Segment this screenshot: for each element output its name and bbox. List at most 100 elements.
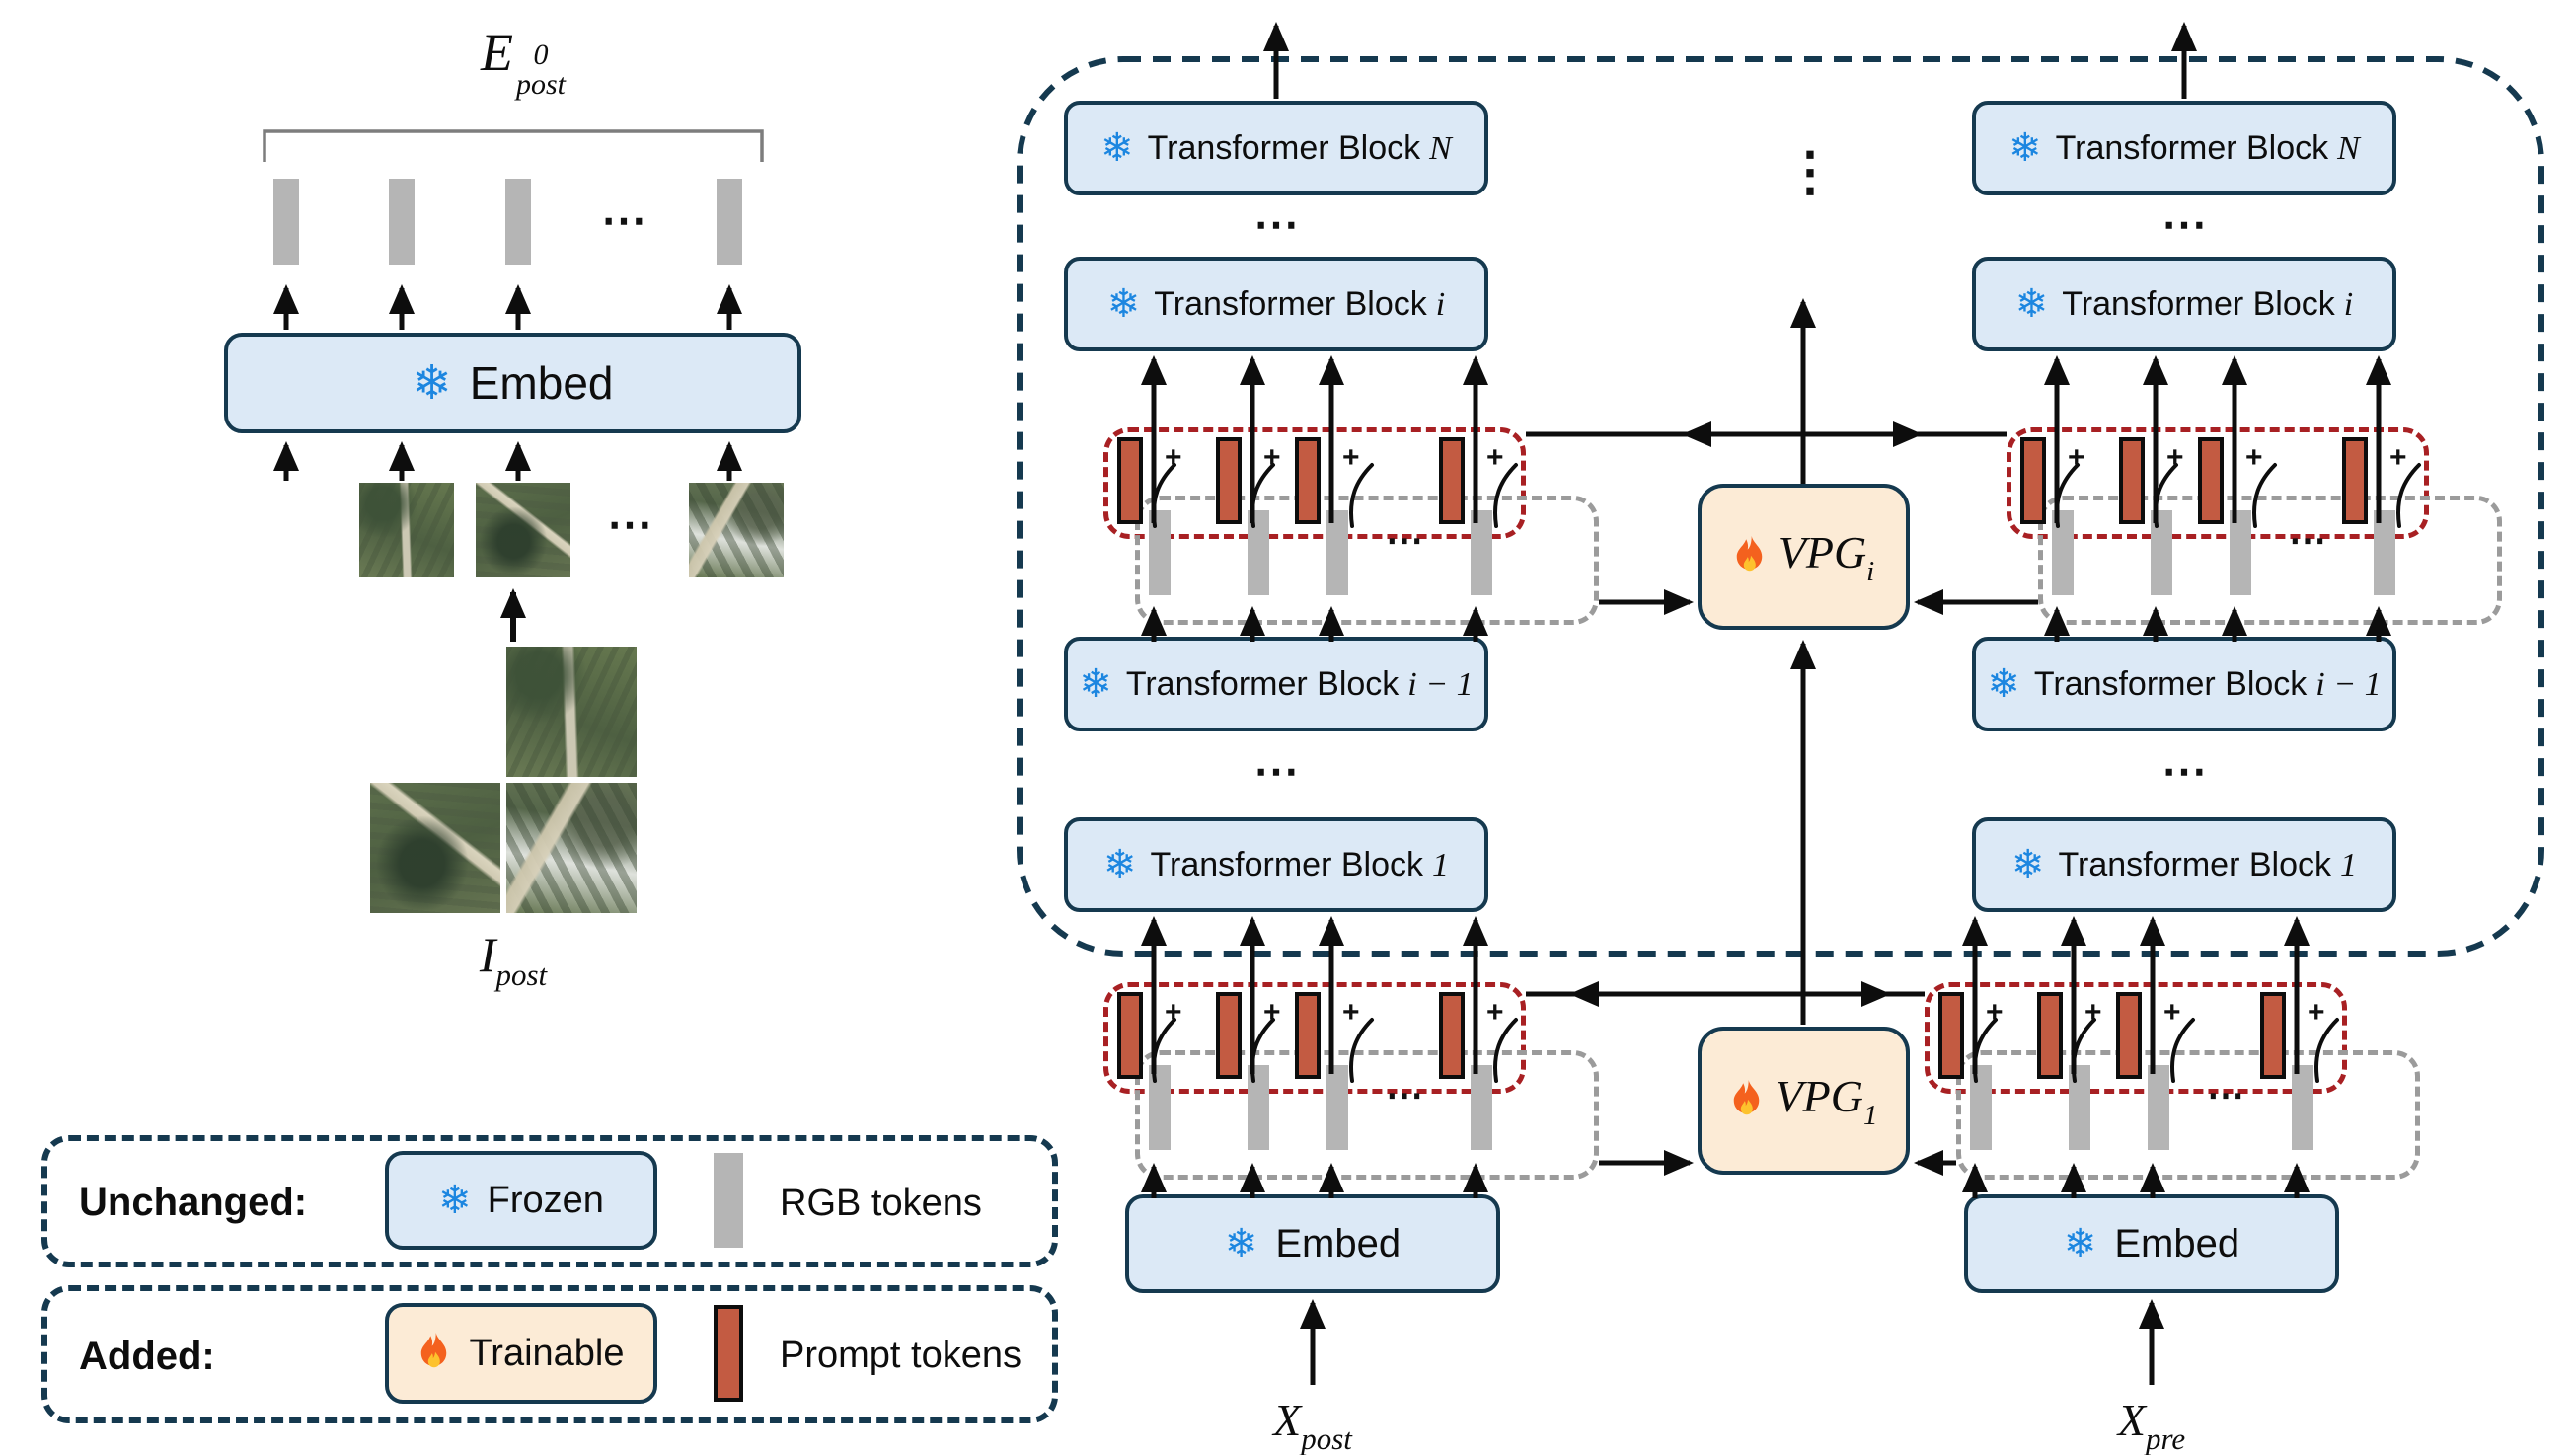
frozen-label: Frozen [487, 1179, 604, 1221]
add-sign: + [2068, 441, 2085, 474]
embed-box-post-panel: ❄ Embed [224, 333, 801, 433]
add-sign: + [2245, 441, 2263, 474]
snowflake-icon: ❄ [1079, 661, 1112, 707]
flame-icon [1733, 1080, 1759, 1115]
prompt-token [2260, 992, 2286, 1079]
add-curves [1152, 463, 1518, 528]
rgb-token [2069, 1065, 2090, 1150]
rgb-token [1970, 1065, 1992, 1150]
embed-label: Embed [469, 357, 614, 409]
vpg-chain-ellipsis: ⋮ [1783, 142, 1837, 201]
vpg-1-module: VPG1 [1698, 1027, 1910, 1175]
rgb-token [2374, 510, 2395, 595]
prompt-injection-row-i-pre: + + + + ⋯ [2007, 427, 2544, 630]
embed-box-post: ❄ Embed [1125, 1194, 1500, 1293]
rgb-token [1248, 1065, 1269, 1150]
rgb-tokens-group [1135, 1050, 1599, 1180]
rgb-tokens-group [1956, 1050, 2420, 1180]
legend-prompt-token [714, 1305, 743, 1402]
column-ellipsis: ⋯ [2161, 745, 2207, 797]
rgb-token [505, 179, 531, 265]
prompt-injection-row-1-pre: + + + + ⋯ [1925, 982, 2462, 1185]
legend-rgb-label: RGB tokens [780, 1183, 982, 1224]
add-sign: + [2389, 441, 2407, 474]
row-ellipsis: ⋯ [1386, 1075, 1425, 1116]
satellite-patch [239, 483, 334, 577]
add-sign: + [2308, 996, 2325, 1029]
snowflake-icon: ❄ [2008, 125, 2042, 171]
add-sign: + [1263, 996, 1281, 1029]
prompt-token [1216, 437, 1242, 524]
vpg-i-label: VPGi [1778, 526, 1875, 587]
input-image-tile [506, 647, 637, 777]
rgb-token [2151, 510, 2172, 595]
prompt-token [2119, 437, 2145, 524]
e-subscript: post [515, 68, 566, 101]
input-image-tile [370, 647, 500, 777]
snowflake-icon: ❄ [1224, 1221, 1258, 1266]
rgb-token [2148, 1065, 2169, 1150]
legend-frozen-chip: ❄ Frozen [385, 1151, 657, 1250]
row-ellipsis: ⋯ [1386, 520, 1425, 562]
flame-icon [421, 1333, 447, 1368]
add-sign: + [1165, 996, 1182, 1029]
legend-added-box [41, 1285, 1058, 1423]
prompt-token [1439, 992, 1465, 1079]
embed-label: Embed [1275, 1221, 1402, 1265]
rgb-token [2052, 510, 2074, 595]
add-sign: + [2163, 996, 2181, 1029]
prompt-token [2037, 992, 2063, 1079]
prompt-token [1938, 992, 1964, 1079]
input-image-tile [370, 783, 500, 913]
satellite-patch [476, 483, 570, 577]
prompt-token [2116, 992, 2142, 1079]
prompt-token [2342, 437, 2368, 524]
row-ellipsis: ⋯ [2289, 520, 2328, 562]
satellite-patch [689, 483, 784, 577]
e-superscript: 0 [533, 38, 549, 71]
column-ellipsis: ⋯ [1253, 198, 1299, 250]
x-pre-label: Xpre [2117, 1395, 2186, 1455]
snowflake-icon: ❄ [2011, 842, 2045, 887]
embed-box-pre: ❄ Embed [1964, 1194, 2339, 1293]
prompt-token [2198, 437, 2224, 524]
rgb-token [1149, 510, 1171, 595]
prompt-token [2020, 437, 2046, 524]
rgb-token [1471, 1065, 1492, 1150]
rgb-token [2292, 1065, 2313, 1150]
prompt-token [1295, 437, 1321, 524]
trainable-label: Trainable [469, 1332, 625, 1374]
embed-label: Embed [2114, 1221, 2240, 1265]
column-ellipsis: ⋯ [1253, 745, 1299, 797]
prompt-token [1216, 992, 1242, 1079]
rgb-token [389, 179, 415, 265]
legend-unchanged-box [41, 1135, 1058, 1267]
e-symbol: E [480, 23, 513, 82]
i-symbol: I [479, 927, 496, 982]
rgb-token [2230, 510, 2251, 595]
snowflake-icon: ❄ [438, 1178, 472, 1223]
legend-trainable-chip: Trainable [385, 1303, 657, 1404]
input-image-tile [506, 783, 637, 913]
vpg-1-label: VPG1 [1775, 1070, 1878, 1131]
flame-icon [1736, 536, 1762, 572]
prompt-injection-row-i-post: + + + + ⋯ [1103, 427, 1641, 630]
add-sign: + [1486, 441, 1504, 474]
prompt-tokens-group [1103, 982, 1526, 1094]
add-sign: + [2084, 996, 2102, 1029]
snowflake-icon: ❄ [1103, 842, 1137, 887]
add-sign: + [1342, 441, 1360, 474]
rgb-token [1326, 1065, 1348, 1150]
i-subscript: post [495, 957, 548, 992]
